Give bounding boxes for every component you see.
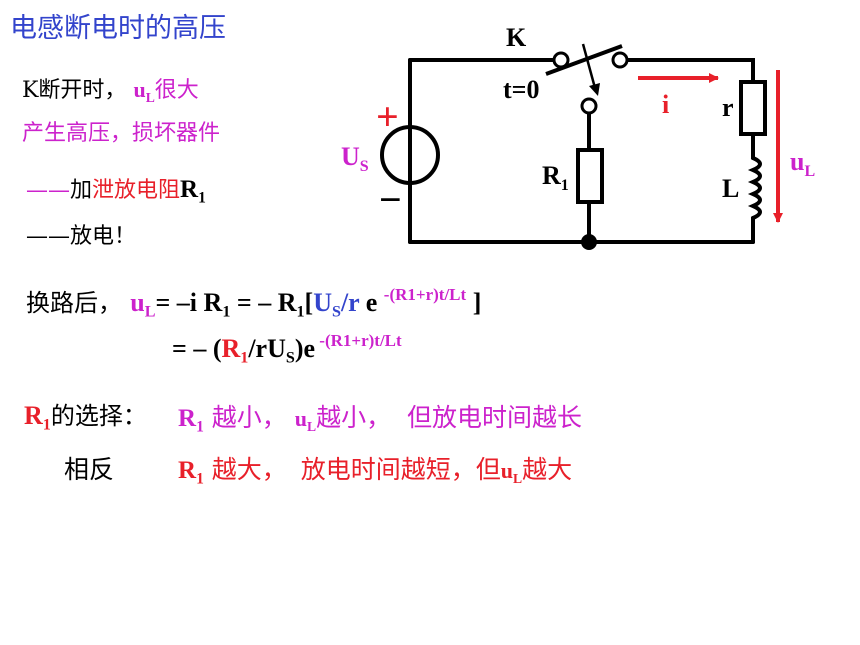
circuit-diagram: K t=0 i r L R1 US + − uL — [341, 23, 815, 250]
eq2-over-r: /r — [248, 334, 268, 363]
opt2-ul: uL — [500, 458, 523, 486]
eq1-us-over-r: US/r — [313, 288, 360, 321]
switch-motion-arrow — [581, 43, 597, 89]
note-line-3: ——加泄放电阻R1 — [26, 172, 206, 207]
us-label: US — [341, 142, 369, 175]
inductor-l — [747, 156, 762, 220]
eq1-ul: uL — [130, 288, 156, 321]
l-label: L — [722, 174, 739, 203]
switch-arrow-head — [589, 83, 600, 96]
choice-r1: R1 — [24, 401, 51, 434]
note-line-4: ——放电！ — [26, 224, 137, 249]
switch-label: K — [506, 23, 527, 52]
opt2-larger: 越大， — [203, 455, 287, 484]
opt2-mid: 放电时间越短，但 — [300, 455, 501, 484]
eq2-r1: R1 — [221, 334, 249, 367]
opt1-tail: 但放电时间越长 — [407, 403, 583, 432]
eq1-ir1: = –i R1 — [155, 288, 231, 321]
note-k-open: K断开时， — [22, 78, 127, 103]
switch-blade — [545, 44, 623, 76]
eq1-e: e — [359, 288, 384, 317]
resistor-r — [739, 80, 767, 136]
opposite-label: 相反 — [64, 455, 115, 484]
note-r1: R1 — [180, 176, 206, 207]
resistor-r1 — [576, 148, 604, 204]
switch-contact-right — [611, 51, 629, 69]
eq1-bracket-close: ] — [466, 288, 482, 317]
eq2-us: US)e — [267, 334, 316, 367]
eq1-prefix: 换路后， — [26, 289, 122, 317]
note-bleeder-resistor: 泄放电阻 — [92, 178, 181, 203]
eq2-start: = – ( — [172, 334, 222, 363]
minus-sign: − — [379, 177, 402, 222]
note-very-large: 很大 — [154, 78, 199, 103]
time-label: t=0 — [503, 75, 539, 104]
r1-choice-line: R1的选择： — [24, 396, 147, 434]
option-larger: R1 越大， 放电时间越短，但uL越大 — [178, 450, 573, 488]
opt1-ul: uL — [294, 406, 317, 434]
note-line-2: 产生高压，损坏器件 — [22, 121, 221, 146]
r-label: r — [722, 93, 734, 122]
opt2-r1: R1 — [178, 457, 204, 488]
junction-dot — [581, 234, 597, 250]
equation-1: 换路后， uL= –i R1 = – R1[US/r e -(R1+r)t/Lt… — [26, 283, 482, 321]
choice-label: 的选择： — [50, 402, 147, 430]
eq1-exponent: -(R1+r)t/Lt — [383, 285, 467, 304]
r1-label: R1 — [542, 161, 569, 194]
opt1-smaller: 越小， — [203, 403, 287, 432]
ul-label: uL — [790, 147, 815, 180]
plus-sign: + — [376, 94, 399, 139]
opt2-tail: 越大 — [522, 455, 573, 484]
option-smaller: R1 越小， uL越小， 但放电时间越长 — [178, 398, 583, 436]
note-add: 加 — [70, 178, 93, 203]
note-ul: uL — [133, 77, 155, 105]
opt1-ul-smaller: 越小， — [316, 403, 392, 432]
page-title: 电感断电时的高压 — [10, 13, 226, 44]
current-label: i — [662, 90, 669, 119]
opt1-r1: R1 — [178, 405, 204, 436]
eq2-exponent: -(R1+r)t/Lt — [315, 331, 402, 350]
switch-contact-down — [580, 97, 598, 115]
eq1-r1: = – R1[ — [230, 288, 314, 321]
equation-2: = – (R1/rUS)e -(R1+r)t/Lt — [172, 331, 402, 367]
note-dash: —— — [26, 178, 70, 203]
wire-top-right — [625, 58, 755, 84]
note-line-1: K断开时， uL很大 — [22, 72, 199, 104]
